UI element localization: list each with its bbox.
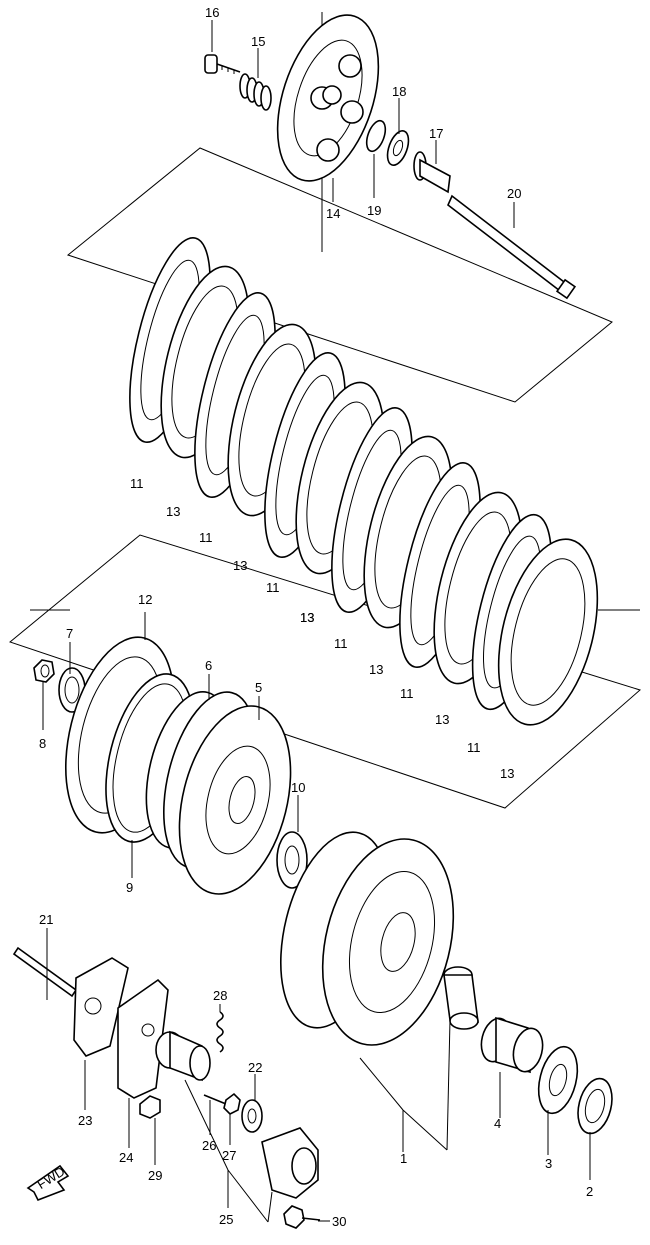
callout-3: 3 [545, 1156, 552, 1171]
callout-19: 19 [367, 203, 381, 218]
callout-13: 13 [369, 662, 383, 677]
screw-26 [203, 1094, 227, 1105]
callout-1: 1 [400, 1151, 407, 1166]
callout-28: 28 [213, 988, 227, 1003]
bolt-29 [139, 1095, 161, 1119]
callout-21: 21 [39, 912, 53, 927]
callout-13: 13 [500, 766, 514, 781]
needle-bearing-4 [480, 1016, 544, 1074]
callout-5: 5 [255, 680, 262, 695]
callout-13: 13 [300, 610, 314, 625]
callout-20: 20 [507, 186, 521, 201]
callout-11: 11 [400, 686, 414, 701]
gasket-24 [117, 978, 169, 1099]
push-piece-17 [413, 151, 451, 194]
nut-27 [223, 1092, 241, 1115]
callout-18: 18 [392, 84, 406, 99]
callout-4: 4 [494, 1116, 501, 1131]
nut-8 [33, 659, 55, 683]
callout-12: 12 [138, 592, 152, 607]
bolt-30 [283, 1205, 321, 1229]
callout-7: 7 [66, 626, 73, 641]
leader-lines [42, 20, 591, 1223]
upper-group-frame [66, 147, 613, 403]
callout-13: 13 [300, 610, 314, 625]
callout-25: 25 [219, 1212, 233, 1227]
pressure-plate [276, 14, 380, 182]
callout-26: 26 [202, 1138, 216, 1153]
callout-17: 17 [429, 126, 443, 141]
spacer-tube [443, 966, 479, 1030]
callouts: 16 15 18 17 19 14 20 11 13 11 13 11 13 1… [39, 5, 593, 1229]
callout-13: 13 [435, 712, 449, 727]
lower-group-frame [8, 534, 642, 809]
callout-9: 9 [126, 880, 133, 895]
callout-15: 15 [251, 34, 265, 49]
callout-11: 11 [467, 740, 481, 755]
washer-22 [241, 1099, 263, 1133]
callout-8: 8 [39, 736, 46, 751]
callout-16: 16 [205, 5, 219, 20]
callout-10: 10 [291, 780, 305, 795]
callout-30: 30 [332, 1214, 346, 1229]
callout-11: 11 [266, 580, 280, 595]
bolt-16 [204, 54, 241, 74]
lever-plate [261, 1127, 319, 1199]
callout-11: 11 [130, 476, 144, 491]
callout-23: 23 [78, 1113, 92, 1128]
primary-driven-gear-housing-1 [279, 831, 455, 1046]
seal-2 [577, 1077, 613, 1135]
callout-11: 11 [334, 636, 348, 651]
push-rod-20 [447, 194, 577, 300]
spring-28 [216, 1011, 224, 1053]
callout-13: 13 [233, 558, 247, 573]
rod-21 [12, 946, 78, 998]
bearing-18 [386, 130, 410, 166]
thrust-washer-10 [276, 831, 308, 889]
callout-27: 27 [222, 1148, 236, 1163]
forward-arrow-icon: FWD [26, 1164, 70, 1202]
washer-19 [365, 119, 387, 153]
callout-11: 11 [199, 530, 213, 545]
cam-25 [155, 1030, 211, 1082]
callout-22: 22 [248, 1060, 262, 1075]
washer-3 [537, 1045, 579, 1115]
driven-plate [497, 538, 599, 726]
callout-2: 2 [586, 1184, 593, 1199]
callout-13: 13 [166, 504, 180, 519]
bracket-23 [73, 957, 129, 1057]
callout-6: 6 [205, 658, 212, 673]
callout-29: 29 [148, 1168, 162, 1183]
callout-24: 24 [119, 1150, 133, 1165]
callout-14: 14 [326, 206, 340, 221]
sleeve-hub-5 [162, 691, 292, 895]
clutch-plate-stack [129, 237, 599, 726]
spring-15 [239, 73, 272, 111]
